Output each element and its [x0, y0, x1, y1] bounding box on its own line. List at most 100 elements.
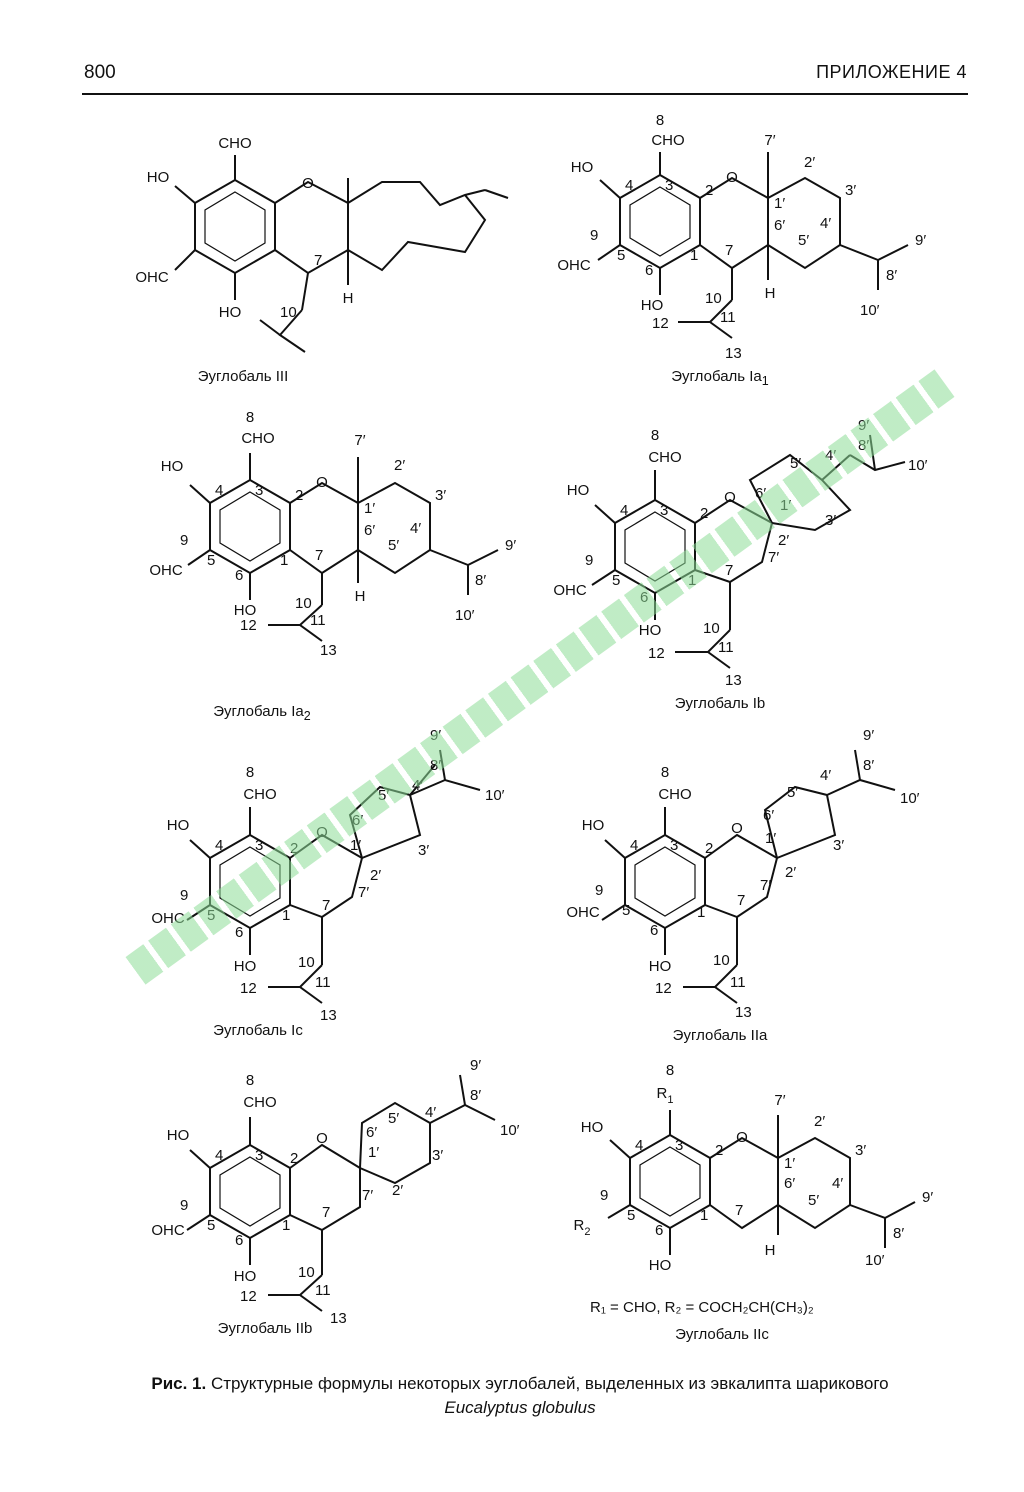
- name-euglobal-ic: Эуглобаль Ic: [213, 1022, 303, 1039]
- svg-text:9: 9: [180, 532, 188, 549]
- svg-text:CHO: CHO: [218, 135, 251, 152]
- svg-text:7′: 7′: [362, 1187, 373, 1204]
- svg-text:7′: 7′: [354, 432, 365, 449]
- svg-text:O: O: [731, 820, 743, 837]
- svg-text:3: 3: [255, 837, 263, 854]
- svg-text:10: 10: [703, 620, 720, 637]
- svg-text:R2: R2: [574, 1217, 591, 1238]
- svg-text:4: 4: [630, 837, 638, 854]
- svg-text:HO: HO: [234, 958, 257, 975]
- structure-euglobal-iii: CHO HO OHC HO O H 7 10: [120, 120, 540, 360]
- svg-text:5′: 5′: [388, 1110, 399, 1127]
- running-head: ПРИЛОЖЕНИЕ 4: [816, 62, 967, 82]
- svg-text:6′: 6′: [366, 1124, 377, 1141]
- svg-text:4′: 4′: [412, 777, 423, 794]
- svg-text:5′: 5′: [378, 787, 389, 804]
- svg-text:13: 13: [320, 1007, 337, 1024]
- name-euglobal-ia2: Эуглобаль Ia2: [213, 703, 311, 723]
- svg-text:3′: 3′: [833, 837, 844, 854]
- svg-text:2′: 2′: [785, 864, 796, 881]
- svg-text:10′: 10′: [500, 1122, 520, 1139]
- svg-text:6′: 6′: [755, 485, 766, 502]
- svg-text:H: H: [343, 290, 354, 307]
- svg-text:11: 11: [315, 974, 331, 991]
- svg-text:6′: 6′: [364, 522, 375, 539]
- svg-text:H: H: [765, 1242, 776, 1259]
- svg-text:7: 7: [322, 1204, 330, 1221]
- svg-text:5′: 5′: [787, 784, 798, 801]
- svg-text:HO: HO: [219, 304, 242, 321]
- svg-text:5′: 5′: [798, 232, 809, 249]
- svg-text:3′: 3′: [825, 512, 836, 529]
- svg-text:CHO: CHO: [243, 786, 276, 803]
- svg-text:OHC: OHC: [135, 269, 169, 286]
- name-euglobal-iia: Эуглобаль IIa: [672, 1027, 768, 1044]
- svg-text:1′: 1′: [350, 837, 361, 854]
- svg-text:1: 1: [690, 247, 698, 264]
- svg-text:12: 12: [648, 645, 665, 662]
- svg-text:9′: 9′: [863, 727, 874, 744]
- svg-text:4: 4: [625, 177, 633, 194]
- figure-caption: Рис. 1. Структурные формулы некоторых эу…: [60, 1372, 980, 1420]
- svg-text:4′: 4′: [820, 767, 831, 784]
- structure-euglobal-ib: 8 CHO HO OHC HO O 9′ 8′ 10′ 4′ 5′ 6′ 1′ …: [540, 390, 960, 690]
- svg-text:8′: 8′: [470, 1087, 481, 1104]
- svg-text:13: 13: [725, 345, 742, 362]
- svg-text:3′: 3′: [855, 1142, 866, 1159]
- svg-text:10′: 10′: [455, 607, 475, 624]
- svg-text:3′: 3′: [435, 487, 446, 504]
- svg-text:5: 5: [617, 247, 625, 264]
- svg-text:2: 2: [290, 840, 298, 857]
- svg-text:10: 10: [280, 304, 297, 321]
- svg-text:10′: 10′: [908, 457, 928, 474]
- svg-text:O: O: [316, 824, 328, 841]
- svg-text:5: 5: [612, 572, 620, 589]
- name-euglobal-ia1: Эуглобаль Ia1: [671, 368, 769, 388]
- svg-text:10: 10: [705, 290, 722, 307]
- svg-text:9′: 9′: [858, 417, 869, 434]
- svg-text:1′: 1′: [765, 830, 776, 847]
- svg-text:2′: 2′: [778, 532, 789, 549]
- svg-text:1′: 1′: [364, 500, 375, 517]
- svg-text:6: 6: [650, 922, 658, 939]
- svg-text:H: H: [765, 285, 776, 302]
- svg-text:H: H: [355, 588, 366, 605]
- svg-text:CHO: CHO: [648, 449, 681, 466]
- svg-text:7: 7: [725, 242, 733, 259]
- svg-text:13: 13: [735, 1004, 752, 1021]
- svg-text:4′: 4′: [825, 447, 836, 464]
- svg-text:HO: HO: [571, 159, 594, 176]
- svg-text:8′: 8′: [893, 1225, 904, 1242]
- svg-text:4′: 4′: [832, 1175, 843, 1192]
- svg-text:11: 11: [310, 612, 326, 629]
- svg-text:5: 5: [627, 1207, 635, 1224]
- svg-text:10: 10: [298, 954, 315, 971]
- svg-text:3: 3: [675, 1137, 683, 1154]
- svg-text:2: 2: [290, 1150, 298, 1167]
- svg-text:6′: 6′: [763, 807, 774, 824]
- svg-text:5: 5: [207, 1217, 215, 1234]
- svg-text:5′: 5′: [388, 537, 399, 554]
- svg-text:2′: 2′: [804, 154, 815, 171]
- svg-text:OHC: OHC: [151, 910, 185, 927]
- svg-text:6: 6: [235, 1232, 243, 1249]
- svg-text:8: 8: [246, 764, 254, 781]
- svg-text:OHC: OHC: [553, 582, 587, 599]
- svg-text:3: 3: [255, 1147, 263, 1164]
- svg-text:1: 1: [697, 904, 705, 921]
- svg-text:7: 7: [322, 897, 330, 914]
- svg-text:OHC: OHC: [566, 904, 600, 921]
- svg-text:12: 12: [240, 980, 257, 997]
- name-euglobal-ib: Эуглобаль Ib: [674, 695, 766, 712]
- svg-text:2′: 2′: [392, 1182, 403, 1199]
- svg-text:1′: 1′: [784, 1155, 795, 1172]
- svg-text:CHO: CHO: [243, 1094, 276, 1111]
- svg-text:9′: 9′: [922, 1189, 933, 1206]
- svg-text:7: 7: [315, 547, 323, 564]
- svg-text:4: 4: [620, 502, 628, 519]
- svg-text:5: 5: [622, 902, 630, 919]
- svg-text:8′: 8′: [863, 757, 874, 774]
- structure-euglobal-iib: 8 CHO HO OHC HO O 9′ 8′ 10′ 4′ 5′ 6′ 1′ …: [130, 1045, 550, 1327]
- svg-text:1: 1: [282, 1217, 290, 1234]
- svg-text:9: 9: [180, 1197, 188, 1214]
